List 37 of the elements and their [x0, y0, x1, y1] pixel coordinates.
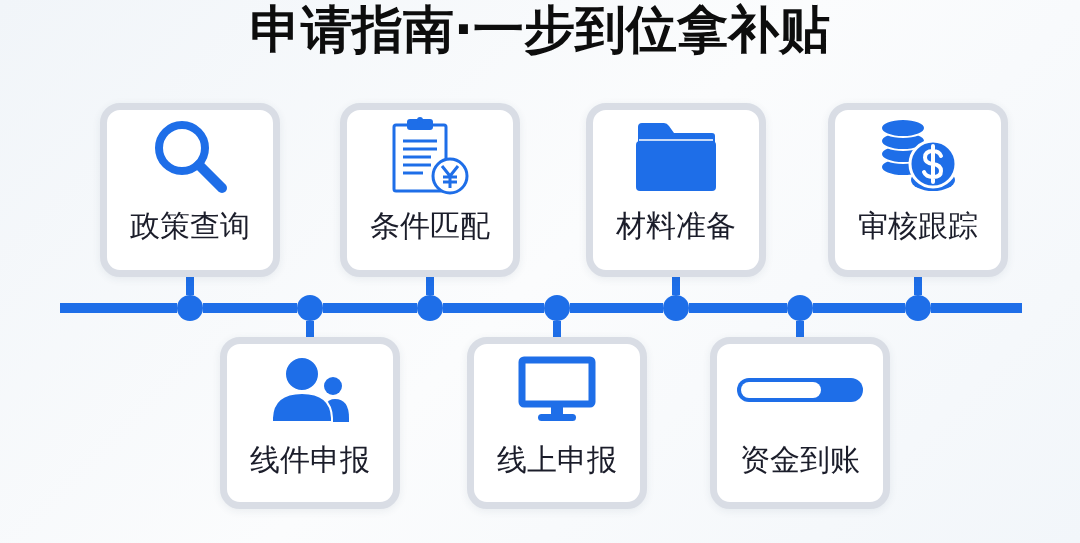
step-label: 条件匹配 [370, 208, 490, 244]
timeline-dot [417, 295, 443, 321]
step-label: 线件申报 [250, 442, 370, 478]
timeline-segment [689, 303, 787, 313]
timeline-segment [203, 303, 297, 313]
connector-line [914, 277, 922, 295]
timeline-dot [177, 295, 203, 321]
step-card [467, 337, 647, 509]
timeline-dot [544, 295, 570, 321]
step-label: 政策查询 [130, 208, 250, 244]
title: 申请指南·一步到位拿补贴 [249, 0, 831, 60]
step-card [220, 337, 400, 509]
timeline-segment [323, 303, 417, 313]
connector-line [306, 321, 314, 337]
timeline-segment [813, 303, 905, 313]
step-card [586, 103, 766, 277]
connector-line [672, 277, 680, 295]
timeline-segment [570, 303, 663, 313]
timeline-dot [297, 295, 323, 321]
timeline-segment [60, 303, 177, 313]
connector-line [553, 321, 561, 337]
step-label: 审核跟踪 [858, 208, 978, 244]
connector-line [186, 277, 194, 295]
timeline-dot [663, 295, 689, 321]
timeline-segment [443, 303, 544, 313]
step-card [710, 337, 890, 509]
timeline-dot [905, 295, 931, 321]
timeline-segment [931, 303, 1022, 313]
step-label: 材料准备 [616, 208, 736, 244]
connector-line [426, 277, 434, 295]
step-card [828, 103, 1008, 277]
step-label: 资金到账 [740, 442, 860, 478]
step-card [100, 103, 280, 277]
timeline-dot [787, 295, 813, 321]
step-label: 线上申报 [497, 442, 617, 478]
step-card [340, 103, 520, 277]
connector-line [796, 321, 804, 337]
